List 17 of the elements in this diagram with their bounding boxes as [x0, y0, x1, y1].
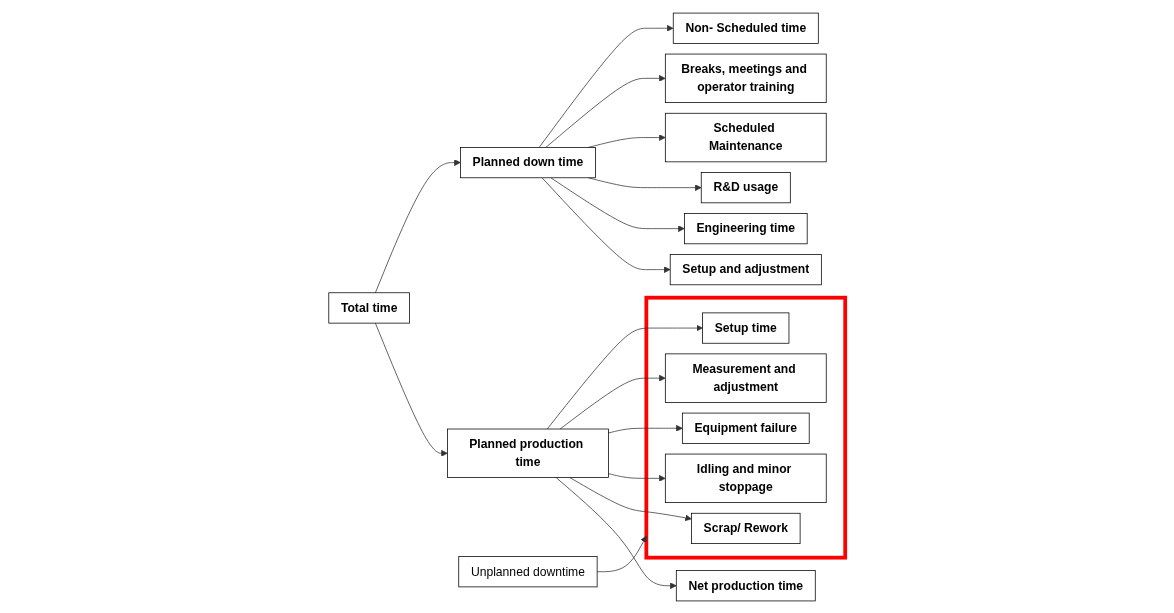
node-box: Unplanned downtime [458, 555, 598, 587]
node-box: Idling and minor stoppage [664, 453, 827, 503]
node-box: Setup and adjustment [669, 253, 822, 285]
node-box: Total time [328, 291, 410, 323]
node-box: Engineering time [684, 212, 808, 244]
node-box: R&D usage [700, 171, 791, 203]
node-box: Measurement and adjustment [664, 353, 827, 403]
node-box: Non- Scheduled time [672, 12, 819, 44]
node-box: Planned down time [460, 146, 596, 178]
node-box: Planned production time [447, 428, 609, 478]
cluster [644, 295, 848, 560]
node-box: Equipment failure [681, 412, 810, 444]
node-box: Setup time [702, 312, 790, 344]
node-box: Scheduled Maintenance [664, 112, 827, 162]
node-box: Scrap/ Rework [691, 512, 801, 544]
node-box: Breaks, meetings and operator training [664, 53, 827, 103]
node-box: Net production time [675, 569, 816, 601]
